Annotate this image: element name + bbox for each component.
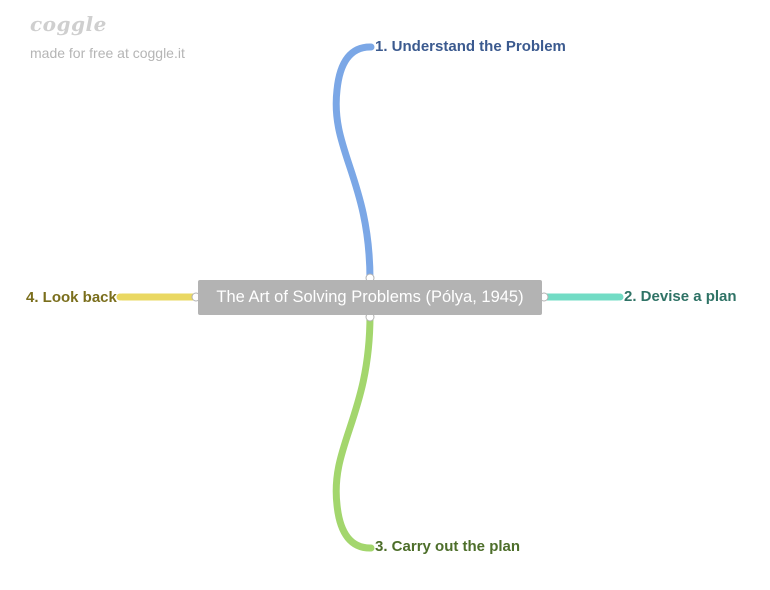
branch-node-look-back[interactable]: 4. Look back <box>26 289 117 306</box>
branch-4-handle[interactable] <box>116 293 124 301</box>
branch-1-connector <box>332 43 374 284</box>
coggle-logo[interactable]: coggle <box>30 12 107 36</box>
branch-1-handle[interactable] <box>367 43 375 51</box>
branch-3-handle[interactable] <box>367 544 375 552</box>
root-node[interactable]: The Art of Solving Problems (Pólya, 1945… <box>198 280 542 315</box>
branch-node-devise[interactable]: 2. Devise a plan <box>624 288 737 305</box>
branch-node-understand[interactable]: 1. Understand the Problem <box>375 38 566 55</box>
branch-2-handle[interactable] <box>616 293 624 301</box>
branch-3-connector <box>332 311 374 552</box>
made-for-free-link[interactable]: made for free at coggle.it <box>30 45 185 61</box>
branch-node-carry-out[interactable]: 3. Carry out the plan <box>375 538 521 555</box>
